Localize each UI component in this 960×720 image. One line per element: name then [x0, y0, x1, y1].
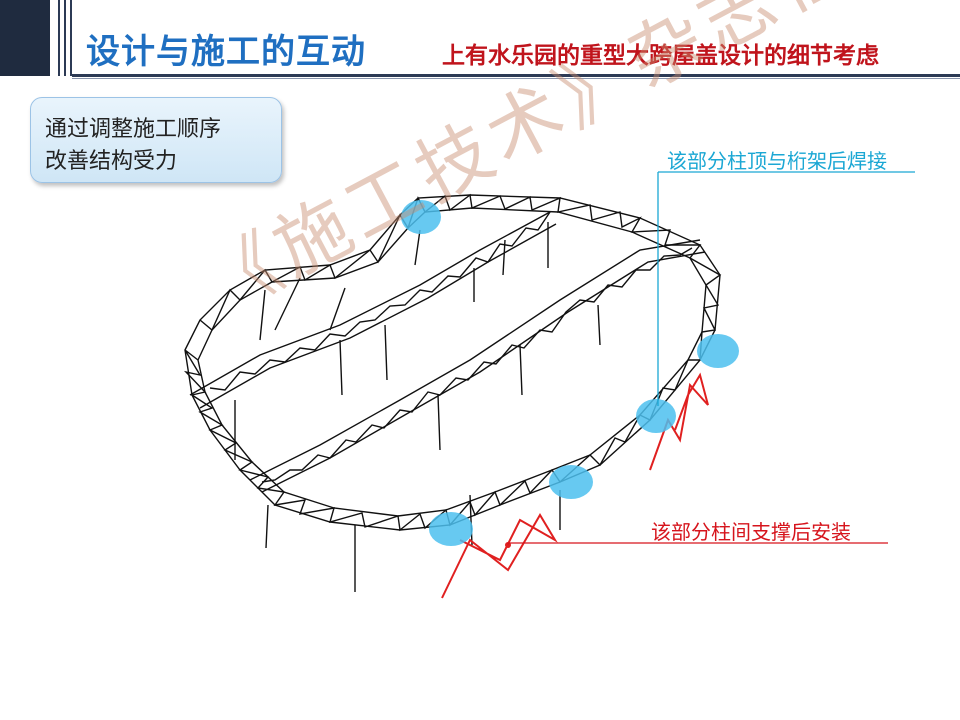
- note-line: 改善结构受力: [45, 149, 178, 174]
- callout-weld-note: 该部分柱顶与桁架后焊接: [667, 149, 887, 173]
- highlight-marker: [429, 512, 473, 546]
- slide-title: 设计与施工的互动: [86, 32, 366, 72]
- callout-brace-note: 该部分柱间支撑后安装: [651, 520, 851, 544]
- header-divider: [64, 0, 66, 76]
- highlight-marker: [549, 465, 593, 499]
- header-side-block: [0, 0, 50, 76]
- note-line: 通过调整施工顺序: [45, 117, 222, 142]
- highlight-marker: [636, 399, 676, 433]
- header-divider: [70, 0, 72, 76]
- header-rule: [72, 74, 960, 77]
- slide-subtitle: 上有水乐园的重型大跨屋盖设计的细节考虑: [442, 42, 879, 69]
- header-rule-thin: [72, 78, 960, 79]
- note-box: 通过调整施工顺序 改善结构受力: [30, 97, 282, 183]
- highlight-marker: [697, 334, 739, 368]
- header-divider: [58, 0, 60, 76]
- highlight-marker: [401, 200, 441, 234]
